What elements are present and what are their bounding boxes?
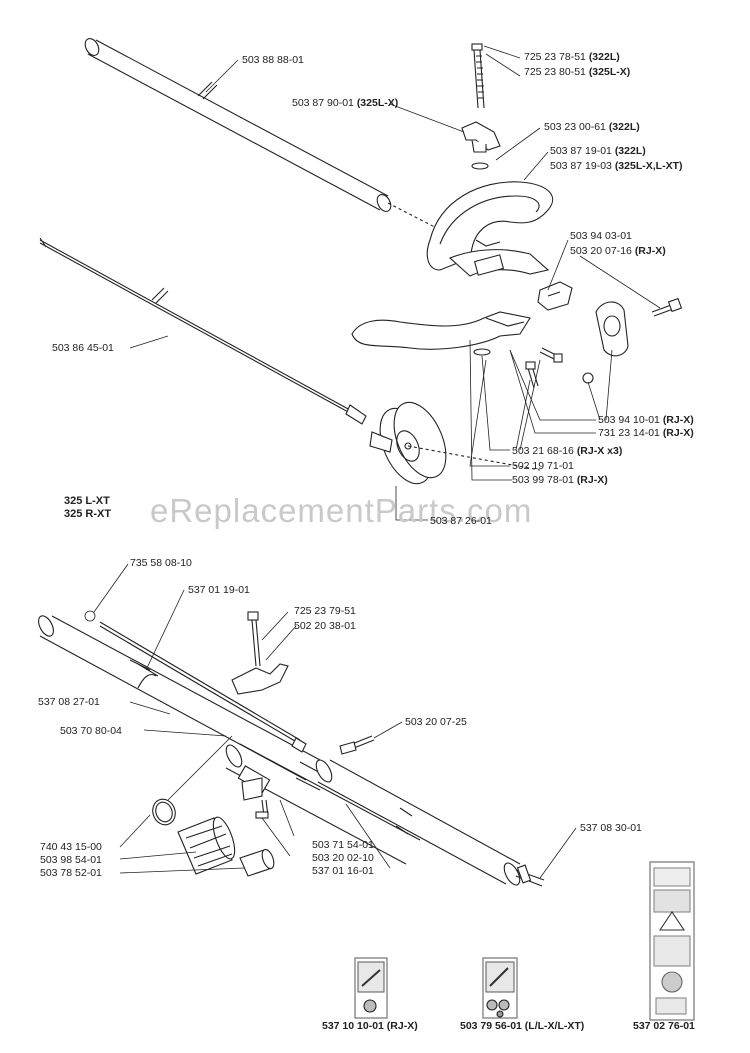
- part-label: 503 23 00-61 (322L): [544, 121, 640, 133]
- part-label: 725 23 79-51: [294, 605, 356, 617]
- clamp-screw: [651, 297, 683, 317]
- part-label: 503 98 54-01: [40, 854, 102, 866]
- part-label: 503 21 68-16 (RJ-X x3): [512, 445, 623, 457]
- clamp-block: [537, 281, 573, 311]
- kit-label-2: 503 79 56-01 (L/L-X/L-XT): [460, 1020, 585, 1032]
- loop-handle: [426, 181, 554, 277]
- drive-cable: [39, 237, 367, 425]
- part-label: 735 58 08-10: [130, 557, 192, 569]
- part-label: 503 94 03-01: [570, 230, 632, 242]
- part-label: 503 20 07-16 (RJ-X): [570, 245, 666, 257]
- barrier-bar: [351, 311, 531, 350]
- part-label: 731 23 14-01 (RJ-X): [598, 427, 694, 439]
- part-label: 503 71 54-01: [312, 839, 374, 851]
- part-label: 503 87 26-01: [430, 515, 492, 527]
- kit-label-3: 537 02 76-01: [633, 1020, 695, 1032]
- clutch-drum: [369, 401, 541, 485]
- lower-knob: [231, 611, 289, 695]
- coupling-bracket: [241, 777, 269, 819]
- part-label: 503 87 90-01 (325L-X): [292, 97, 399, 109]
- part-label: 537 08 30-01: [580, 822, 642, 834]
- coupling-screw: [339, 735, 375, 755]
- part-label: 503 99 78-01 (RJ-X): [512, 474, 608, 486]
- part-label: 503 20 07-25: [405, 716, 467, 728]
- part-label: 725 23 80-51 (325L-X): [524, 66, 631, 78]
- o-ring: [152, 798, 176, 826]
- kit-icon-1: [354, 957, 388, 1019]
- lower-tube-3: [315, 759, 521, 886]
- part-label: 537 01 19-01: [188, 584, 250, 596]
- clamp-ring: [595, 301, 629, 357]
- part-label: 502 20 38-01: [294, 620, 356, 632]
- part-label: 503 87 19-03 (325L-X,L-XT): [550, 160, 683, 172]
- small-screws: [473, 347, 594, 389]
- part-label: 503 94 10-01 (RJ-X): [598, 414, 694, 426]
- part-label: 502 19 71-01: [512, 460, 574, 472]
- part-label: 740 43 15-00: [40, 841, 102, 853]
- kit-icon-2: [482, 957, 518, 1019]
- part-label: 503 86 45-01: [52, 342, 114, 354]
- small-bushing: [239, 848, 275, 877]
- watermark-text: eReplacementParts.com: [150, 492, 533, 529]
- part-label: 503 78 52-01: [40, 867, 102, 879]
- part-label: 503 70 80-04: [60, 725, 122, 737]
- part-label: 503 87 19-01 (322L): [550, 145, 646, 157]
- model-label-1: 325 L-XT: [64, 495, 110, 507]
- part-label: 537 08 27-01: [38, 696, 100, 708]
- inner-shaft: [99, 621, 307, 753]
- handle-bolt: [471, 43, 485, 109]
- part-label: 503 88 88-01: [242, 54, 304, 66]
- kit-icon-3: [649, 861, 695, 1021]
- filter-cylinder: [177, 816, 236, 875]
- part-label: 725 23 78-51 (322L): [524, 51, 620, 63]
- kit-label-1: 537 10 10-01 (RJ-X): [322, 1020, 418, 1032]
- part-label: 503 20 02-10: [312, 852, 374, 864]
- shaft-tube: [84, 38, 461, 241]
- wing-knob: [461, 121, 501, 170]
- model-label-2: 325 R-XT: [64, 508, 112, 520]
- drive-shaft-end: [515, 864, 545, 887]
- part-label: 537 01 16-01: [312, 865, 374, 877]
